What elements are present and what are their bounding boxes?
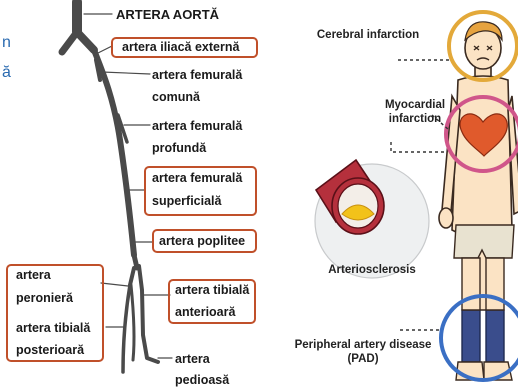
label-pedal-line2: pedioasă	[175, 373, 229, 388]
label-aorta: ARTERA AORTĂ	[116, 7, 219, 22]
posterior-tibial-vessel	[123, 285, 130, 372]
arteriosclerosis-illustration: Cerebral infarction Myocardial infarctio…	[286, 0, 518, 392]
left-hand	[439, 208, 453, 228]
anterior-tibial-vessel	[139, 266, 158, 362]
label-femoral-superficial-line1: artera femurală	[152, 171, 242, 186]
label-femoral-deep-line2: profundă	[152, 141, 206, 156]
leg-arteries-diagram: n ă	[0, 0, 290, 392]
left-sock	[462, 310, 480, 362]
label-myocardial-line1: Myocardial	[380, 98, 450, 112]
body-drawing	[286, 0, 518, 392]
label-femoral-deep-line1: artera femurală	[152, 119, 242, 134]
label-tibial-anterior-line1: artera tibială	[175, 283, 249, 298]
connector-arterio	[391, 142, 446, 152]
peroneal-vessel	[131, 285, 134, 360]
label-femoral-common-line1: artera femurală	[152, 68, 242, 83]
label-pad-line1: Peripheral artery disease	[288, 338, 438, 352]
label-femoral-common-line2: comună	[152, 90, 200, 105]
popliteal-vessel	[134, 255, 137, 268]
label-femoral-superficial-line2: superficială	[152, 194, 221, 209]
label-pad-line2: (PAD)	[288, 352, 438, 366]
label-peroneal-line1: artera	[16, 268, 51, 283]
label-iliac-external: artera iliacă externă	[122, 40, 239, 55]
tibioperoneal-trunk	[130, 268, 134, 285]
label-cerebral-infarction: Cerebral infarction	[298, 28, 438, 42]
label-popliteal: artera poplitee	[159, 234, 245, 249]
label-tibial-posterior-line1: artera tibială	[16, 321, 90, 336]
label-peroneal-line2: peronieră	[16, 291, 73, 306]
right-iliac-vessel	[77, 32, 94, 50]
label-arteriosclerosis: Arteriosclerosis	[316, 263, 428, 277]
label-tibial-posterior-line2: posterioară	[16, 343, 84, 358]
label-pedal-line1: artera	[175, 352, 210, 367]
right-sock	[486, 310, 504, 362]
label-myocardial-line2: infarction	[380, 112, 450, 126]
shorts	[454, 225, 514, 258]
label-tibial-anterior-line2: anterioară	[175, 305, 235, 320]
